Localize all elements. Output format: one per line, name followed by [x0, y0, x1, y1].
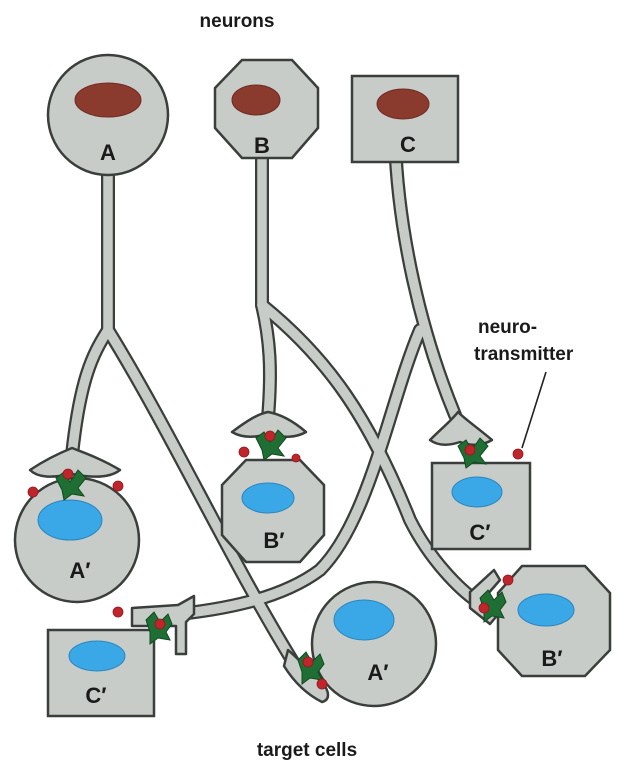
neurotransmitter-dot — [317, 679, 327, 689]
target-b-prime-right-nucleus — [518, 594, 574, 626]
target-a-prime-bottom: A′ — [312, 582, 436, 706]
target-c-prime-right-nucleus — [452, 477, 502, 507]
axons — [72, 140, 478, 665]
neurotransmitter-dot — [113, 481, 123, 491]
neurotransmitter-dot — [155, 619, 165, 629]
neurotransmitter-dot — [265, 431, 275, 441]
callout-line-1: neuro- — [478, 317, 537, 338]
neuron-c-nucleus — [377, 89, 429, 119]
diagram-title: neurons — [200, 11, 275, 32]
target-b-prime-right: B′ — [498, 566, 610, 676]
target-c-prime-right-label: C′ — [469, 520, 490, 545]
target-c-prime-left-nucleus — [69, 641, 125, 671]
target-b-prime-right-label: B′ — [541, 646, 562, 671]
neurotransmitter-dot — [292, 454, 300, 462]
neuron-a-nucleus — [75, 83, 141, 117]
target-c-prime-right: C′ — [432, 463, 530, 549]
terminal-to-a-prime-left — [30, 448, 120, 477]
callout-line-2: transmitter — [474, 344, 574, 365]
neurotransmitter-dot — [113, 607, 123, 617]
target-b-prime-top-label: B′ — [263, 528, 284, 553]
target-c-prime-left: C′ — [48, 630, 154, 716]
neuron-b-nucleus — [232, 85, 280, 115]
neuron-a-label: A — [100, 140, 116, 165]
neuron-c: C — [352, 76, 458, 162]
neuron-b-label: B — [254, 133, 270, 158]
target-a-prime-bottom-nucleus — [334, 600, 394, 640]
neuron-c-label: C — [400, 132, 416, 157]
neurotransmitter-dot — [303, 657, 313, 667]
neurotransmitter-dot — [28, 487, 38, 497]
target-a-prime-left-nucleus — [38, 500, 102, 540]
neurotransmitter-dot — [63, 469, 73, 479]
target-c-prime-left-label: C′ — [85, 683, 106, 708]
target-a-prime-bottom-label: A′ — [367, 660, 388, 685]
neuron-a: A — [48, 55, 168, 175]
neurotransmitter-callout: neuro- transmitter — [474, 317, 574, 448]
neurotransmitter-dot — [465, 445, 475, 455]
diagram-footer: target cells — [257, 740, 357, 761]
neurotransmitter-dot — [239, 447, 249, 457]
callout-leader-line — [522, 372, 546, 448]
neurotransmitter-dot — [513, 449, 523, 459]
neurotransmitter-dot — [503, 575, 513, 585]
target-b-prime-top: B′ — [222, 460, 324, 562]
target-b-prime-top-nucleus — [242, 483, 294, 513]
target-a-prime-left-label: A′ — [69, 558, 90, 583]
neuron-b: B — [215, 60, 318, 158]
neurotransmitter-dot — [479, 603, 489, 613]
terminal-to-c-prime-right — [430, 412, 492, 445]
